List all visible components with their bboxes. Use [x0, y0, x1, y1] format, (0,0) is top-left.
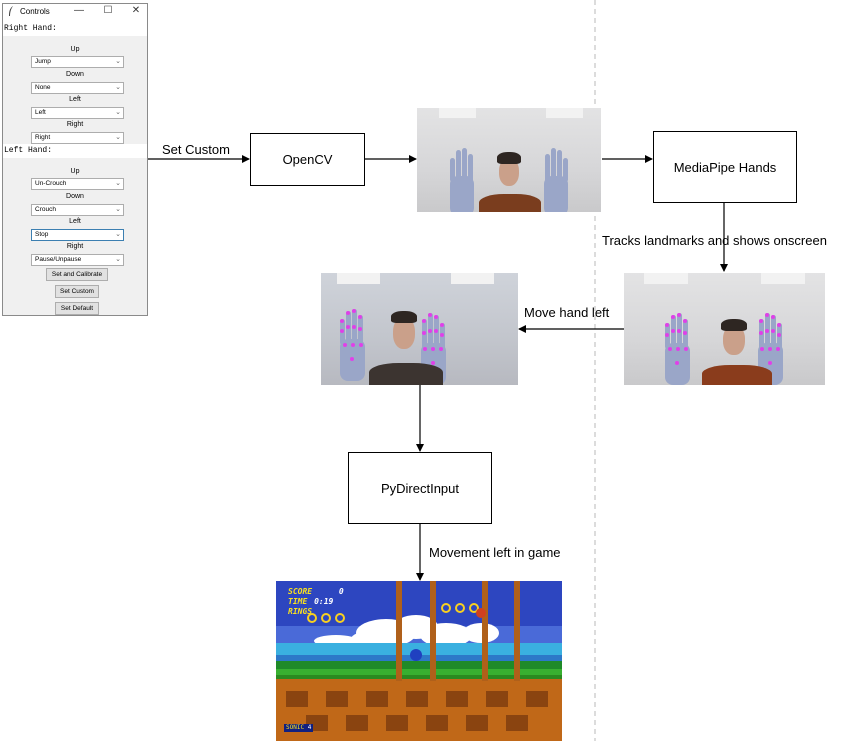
chevron-down-icon: ⌄ — [115, 109, 121, 116]
hud-time-value: 0:19 — [314, 597, 334, 606]
moved-left-hand-image — [340, 309, 365, 381]
left-left-value: Stop — [35, 231, 49, 238]
right-hand-label: Right Hand: — [3, 22, 147, 36]
left-up-select[interactable]: Un-Crouch ⌄ — [31, 178, 124, 190]
right-right-label: Right — [66, 121, 84, 128]
left-up-label: Up — [70, 168, 80, 175]
tracked-left-hand-image — [665, 313, 690, 385]
chevron-down-icon: ⌄ — [115, 58, 121, 65]
left-right-select[interactable]: Pause/Unpause ⌄ — [31, 254, 124, 266]
close-button[interactable]: ✕ — [131, 5, 141, 16]
hud-lives-name: SONIC — [286, 724, 305, 731]
mediapipe-box: MediaPipe Hands — [653, 131, 797, 203]
hud-time-label: TIME — [288, 597, 308, 606]
right-down-label: Down — [66, 71, 84, 78]
window-titlebar[interactable]: Controls — ☐ ✕ — [3, 4, 147, 22]
webcam-frame-image — [417, 108, 601, 212]
right-left-label: Left — [69, 96, 81, 103]
right-right-value: Right — [35, 134, 51, 141]
left-down-select[interactable]: Crouch ⌄ — [31, 204, 124, 216]
set-custom-edge-label: Set Custom — [162, 142, 230, 157]
hud-rings-label: RINGS — [288, 607, 313, 616]
feather-icon — [9, 6, 13, 16]
hud-lives-count: 4 — [307, 724, 312, 731]
right-left-select[interactable]: Left ⌄ — [31, 107, 124, 119]
left-hand-image — [450, 148, 474, 212]
hud-score-label: SCORE — [288, 587, 313, 596]
left-hand-label: Left Hand: — [3, 144, 147, 158]
chevron-down-icon: ⌄ — [115, 206, 121, 213]
landmarks-frame-image — [624, 273, 825, 385]
set-default-button[interactable]: Set Default — [55, 302, 99, 315]
window-title: Controls — [20, 7, 50, 16]
left-up-value: Un-Crouch — [35, 180, 67, 187]
left-left-label: Left — [69, 218, 81, 225]
chevron-down-icon: ⌄ — [115, 231, 121, 238]
movement-edge-label: Movement left in game — [429, 545, 561, 560]
hud-score-value: 0 — [338, 587, 344, 596]
left-down-value: Crouch — [35, 206, 56, 213]
moved-right-hand-image — [421, 313, 446, 385]
move-hand-left-edge-label: Move hand left — [524, 305, 610, 320]
minimize-button[interactable]: — — [74, 5, 84, 16]
right-up-label: Up — [70, 46, 80, 53]
opencv-box: OpenCV — [250, 133, 365, 186]
left-right-label: Right — [66, 243, 84, 250]
game-screenshot-image: SCORE 0 TIME 0:19 RINGS SONIC 4 — [276, 581, 562, 741]
right-hand-image — [544, 148, 568, 212]
chevron-down-icon: ⌄ — [115, 180, 121, 187]
right-down-select[interactable]: None ⌄ — [31, 82, 124, 94]
left-down-label: Down — [66, 193, 84, 200]
chevron-down-icon: ⌄ — [115, 134, 121, 141]
moved-hand-frame-image — [321, 273, 518, 385]
hud-lives: SONIC 4 — [284, 724, 314, 732]
right-up-select[interactable]: Jump ⌄ — [31, 56, 124, 68]
chevron-down-icon: ⌄ — [115, 256, 121, 263]
left-left-select[interactable]: Stop ⌄ — [31, 229, 124, 241]
controls-window: Controls — ☐ ✕ Right Hand: Up Jump ⌄ Down… — [2, 3, 148, 316]
right-right-select[interactable]: Right ⌄ — [31, 132, 124, 144]
right-down-value: None — [35, 84, 51, 91]
right-left-value: Left — [35, 109, 46, 116]
set-custom-button[interactable]: Set Custom — [55, 285, 99, 298]
tracks-edge-label: Tracks landmarks and shows onscreen — [602, 233, 827, 248]
pydirectinput-box: PyDirectInput — [348, 452, 492, 524]
left-right-value: Pause/Unpause — [35, 256, 82, 263]
set-and-calibrate-button[interactable]: Set and Calibrate — [46, 268, 108, 281]
maximize-button[interactable]: ☐ — [103, 5, 113, 16]
right-up-value: Jump — [35, 58, 51, 65]
chevron-down-icon: ⌄ — [115, 84, 121, 91]
